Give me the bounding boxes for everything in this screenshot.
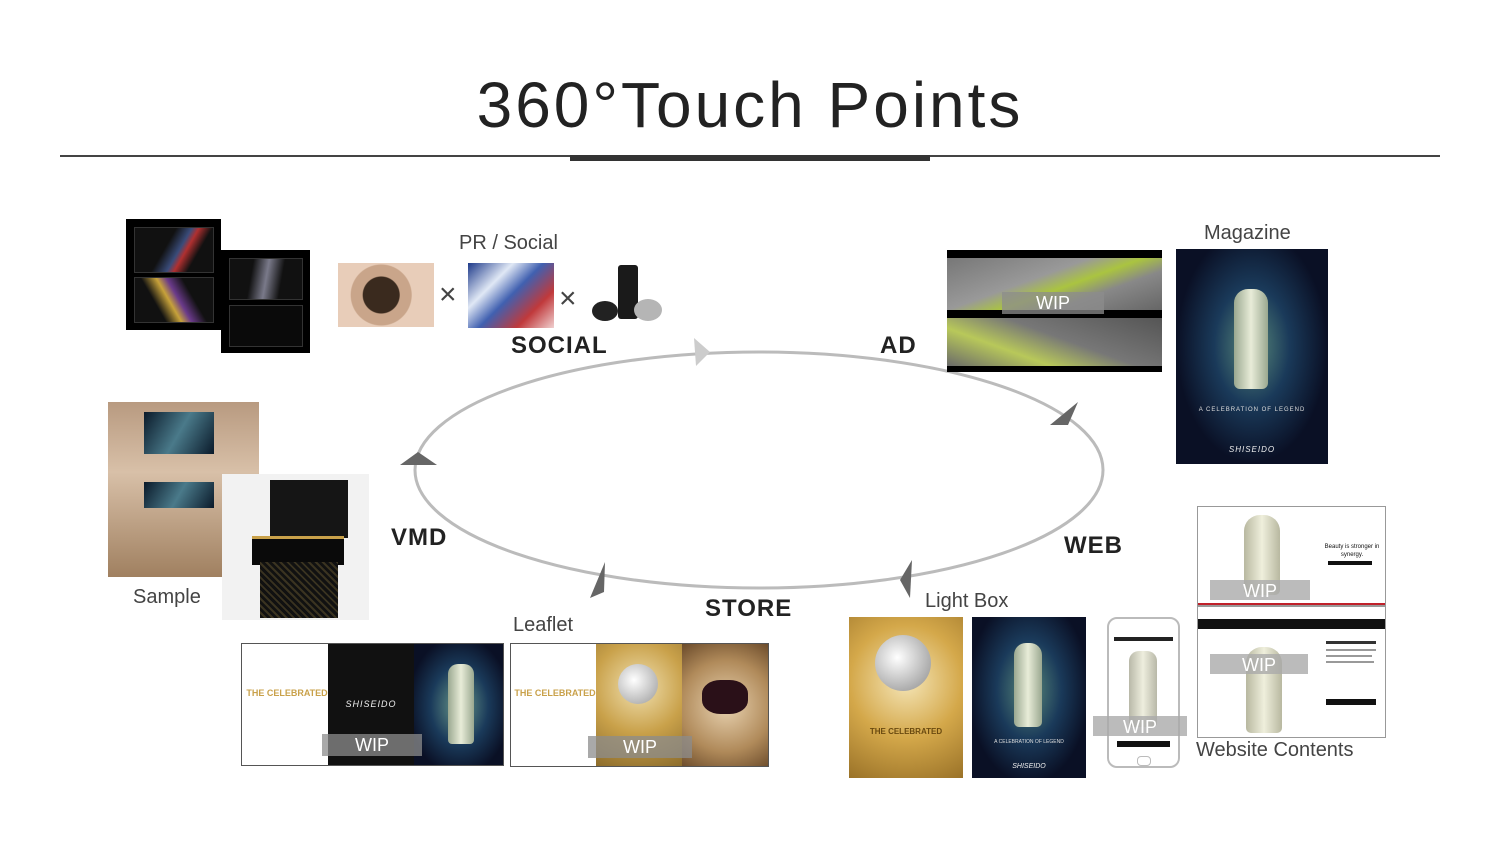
magazine-image: A CELEBRATION OF LEGEND SHISEIDO: [1176, 249, 1328, 464]
pr-image-hands: [338, 263, 434, 327]
stage-label-vmd: VMD: [391, 524, 448, 551]
multiply-sign-1: ×: [439, 278, 457, 311]
caption-pr-social: PR / Social: [459, 232, 558, 254]
web-phone-mockup: [1107, 617, 1180, 768]
pr-image-products: [590, 263, 667, 328]
social-screen-image-2: [221, 250, 310, 353]
caption-light-box: Light Box: [925, 590, 1009, 612]
lightbox-serum-brand: SHISEIDO: [1012, 763, 1046, 770]
cycle-arrow-ad: [1050, 402, 1078, 425]
leaflet-1-headline: THE CELEBRATED: [246, 688, 328, 698]
caption-sample: Sample: [133, 586, 201, 608]
stage-label-store: STORE: [705, 595, 793, 622]
wip-badge-web-product: WIP: [1210, 654, 1308, 675]
magazine-headline: A CELEBRATION OF LEGEND: [1198, 407, 1306, 413]
caption-leaflet: Leaflet: [513, 614, 574, 636]
leaflet-image-2: THE CELEBRATED WIP: [510, 643, 769, 767]
leaflet-image-1: THE CELEBRATED SHISEIDO WIP: [241, 643, 504, 766]
multiply-sign-2: ×: [559, 282, 577, 315]
stage-label-ad: AD: [880, 332, 917, 359]
website-tagline: Beauty is stronger in synergy.: [1324, 544, 1380, 558]
wip-badge-leaflet-1: WIP: [322, 734, 422, 756]
magazine-brand: SHISEIDO: [1228, 445, 1276, 454]
lightbox-serum-headline: A CELEBRATION OF LEGEND: [994, 739, 1064, 745]
cycle-arrow-top: [694, 338, 710, 366]
lightbox-headline: THE CELEBRATED: [869, 727, 943, 736]
leaflet-2-headline: THE CELEBRATED: [514, 688, 596, 698]
vmd-counter-image: [222, 474, 369, 620]
cycle-arrow-store: [590, 562, 605, 598]
ad-image: WIP: [947, 250, 1162, 372]
wip-badge-phone: WIP: [1093, 716, 1187, 737]
wip-badge-leaflet-2: WIP: [588, 736, 692, 758]
cycle-ellipse: [413, 350, 1105, 590]
title-underline-accent: [570, 155, 930, 161]
caption-magazine: Magazine: [1204, 222, 1291, 244]
touchpoint-cycle-diagram: [400, 338, 1105, 598]
cycle-arrow-web: [900, 560, 912, 598]
leaflet-1-brand: SHISEIDO: [345, 699, 397, 709]
lightbox-image-gold: THE CELEBRATED: [849, 617, 963, 778]
social-screen-image-1: [126, 219, 221, 330]
caption-website-contents: Website Contents: [1196, 739, 1354, 761]
cycle-arrow-vmd: [400, 452, 437, 465]
pr-image-artwork: [468, 263, 554, 328]
lightbox-image-serum: A CELEBRATION OF LEGEND SHISEIDO: [972, 617, 1086, 778]
page-title: 360°Touch Points: [476, 69, 1024, 141]
wip-badge-ad: WIP: [1002, 292, 1104, 314]
stage-label-social: SOCIAL: [511, 332, 608, 359]
wip-badge-web-hero: WIP: [1210, 580, 1310, 601]
stage-label-web: WEB: [1064, 532, 1123, 559]
